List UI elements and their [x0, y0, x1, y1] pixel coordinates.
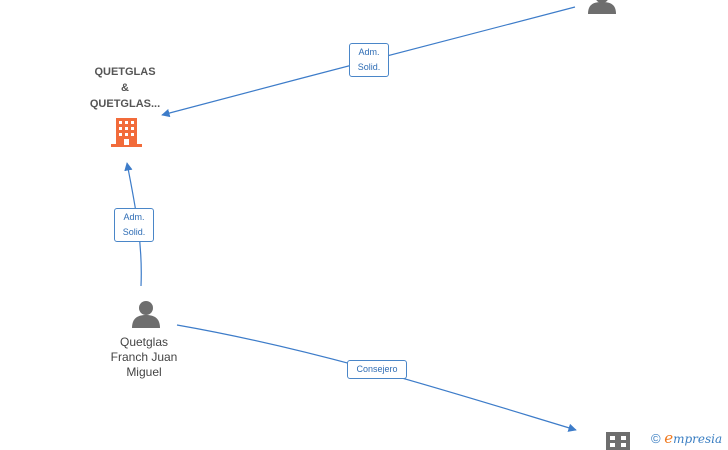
person-top-right-icon[interactable]: [588, 0, 616, 14]
edge-label-adm-solid-top[interactable]: Adm. Solid.: [349, 43, 389, 77]
edge-label-consejero[interactable]: Consejero: [347, 360, 407, 379]
copyright-icon: ©: [651, 431, 661, 446]
person-icon[interactable]: [132, 301, 160, 328]
brand-rest: mpresia: [673, 432, 723, 446]
company-building-icon[interactable]: [111, 118, 142, 147]
edge-label-adm-solid-left[interactable]: Adm. Solid.: [114, 208, 154, 242]
person-name[interactable]: Quetglas Franch Juan Miguel: [110, 335, 178, 379]
empresia-watermark[interactable]: © empresia: [651, 429, 722, 447]
company-bottom-right-icon[interactable]: [606, 432, 630, 450]
brand-initial: e: [664, 429, 674, 447]
company-name[interactable]: QUETGLAS & QUETGLAS...: [89, 66, 161, 110]
